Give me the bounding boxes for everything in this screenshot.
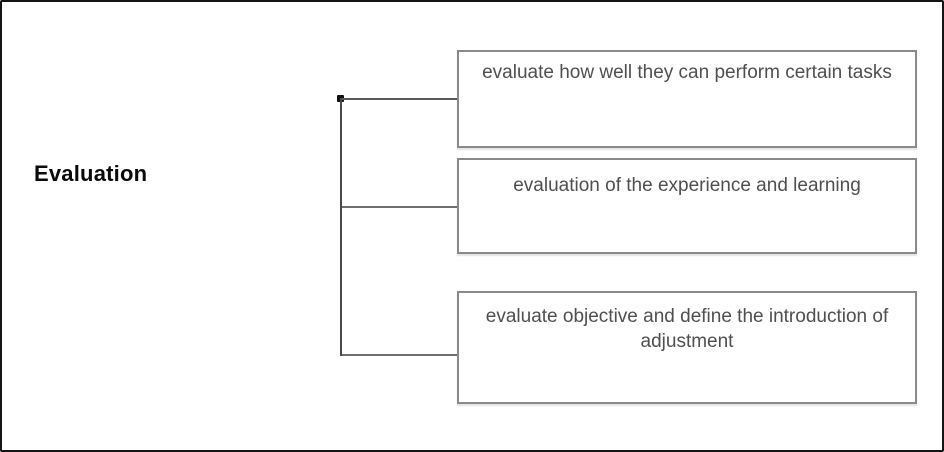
node-experience-learning: evaluation of the experience and learnin… <box>457 158 917 254</box>
node-perform-tasks-label: evaluate how well they can perform certa… <box>482 62 892 83</box>
connector-trunk <box>340 98 342 356</box>
connector-branch-3 <box>342 354 459 356</box>
node-objective-adjustment: evaluate objective and define the introd… <box>457 291 917 404</box>
connector-branch-2 <box>342 206 459 208</box>
node-perform-tasks: evaluate how well they can perform certa… <box>457 50 917 148</box>
root-node-label: Evaluation <box>34 161 148 186</box>
node-objective-adjustment-label: evaluate objective and define the introd… <box>485 306 889 353</box>
node-experience-learning-label: evaluation of the experience and learnin… <box>513 175 861 196</box>
connector-branch-1 <box>342 98 459 100</box>
